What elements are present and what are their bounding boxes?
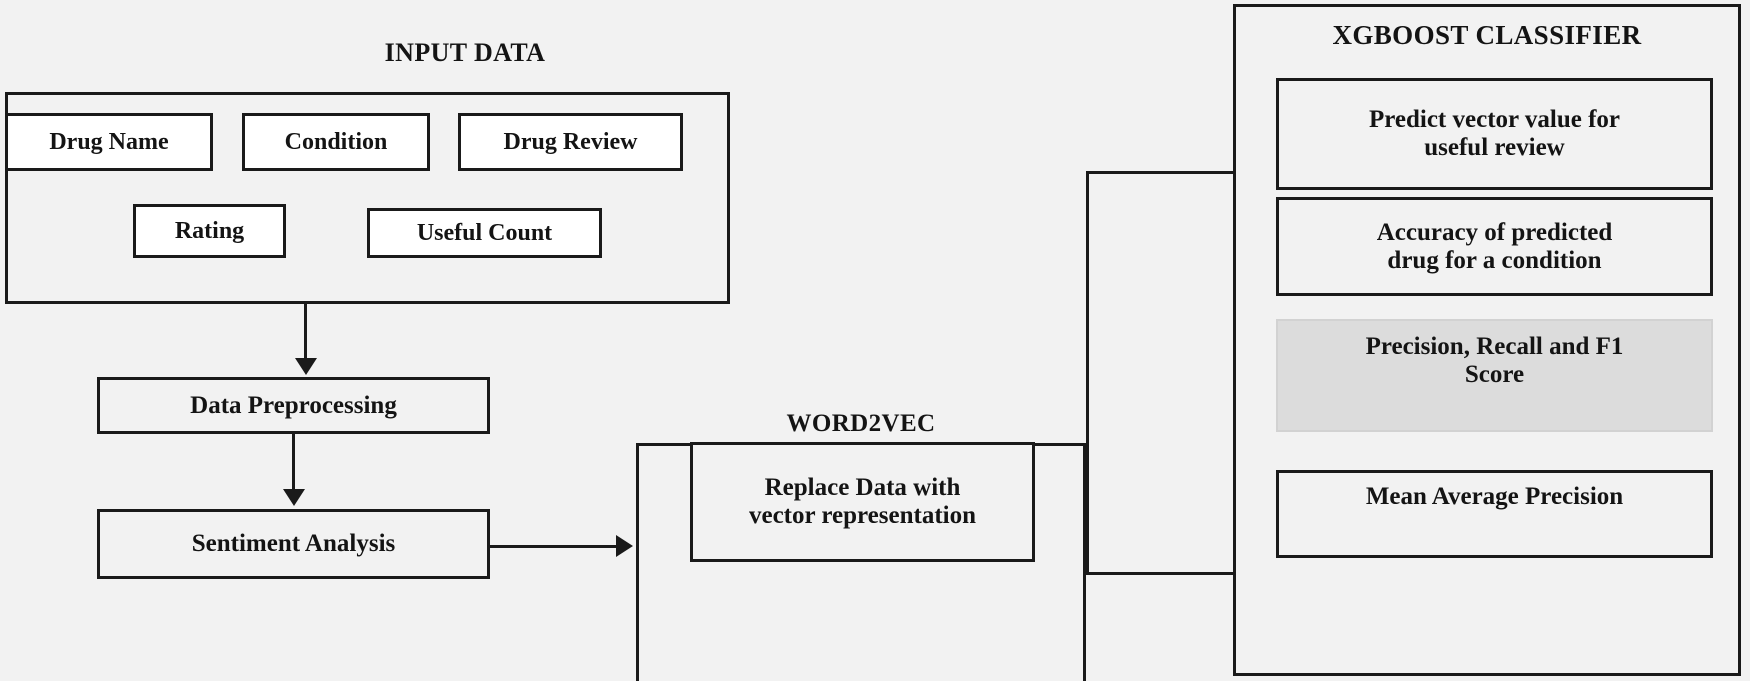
word2vec-box-line2: vector representation: [748, 502, 977, 529]
input-field-rating[interactable]: Rating: [133, 204, 286, 258]
xgboost-output-0-line1: Predict vector value for: [1368, 106, 1621, 133]
xgboost-output-2-line1: Precision, Recall and F1: [1365, 333, 1624, 360]
word2vec-replace-data-box[interactable]: Replace Data with vector representation: [690, 442, 1035, 562]
xgboost-output-1-line1: Accuracy of predicted: [1376, 218, 1613, 246]
connector-sentiment-to-word2vec-line: [490, 545, 618, 548]
connector-input-to-preprocessing-arrow: [295, 358, 317, 375]
input-field-useful-count[interactable]: Useful Count: [367, 208, 602, 258]
xgboost-output-3-line1: Mean Average Precision: [1365, 483, 1624, 510]
input-data-title: INPUT DATA: [384, 38, 546, 67]
connector-preprocessing-to-sentiment-arrow: [283, 489, 305, 506]
step-data-preprocessing[interactable]: Data Preprocessing: [97, 377, 490, 434]
connector-sentiment-to-word2vec-arrow: [616, 535, 633, 557]
input-field-drug-name[interactable]: Drug Name: [5, 113, 213, 171]
input-field-drug-review[interactable]: Drug Review: [458, 113, 683, 171]
word2vec-box-line1: Replace Data with: [764, 474, 961, 501]
step-sentiment-analysis[interactable]: Sentiment Analysis: [97, 509, 490, 579]
connector-preprocessing-to-sentiment-line: [292, 434, 295, 491]
xgboost-output-accuracy-of-predicted-drug[interactable]: Accuracy of predicted drug for a conditi…: [1276, 197, 1713, 296]
xgboost-output-mean-average-precision[interactable]: Mean Average Precision: [1276, 470, 1713, 558]
xgboost-output-2-line2: Score: [1464, 361, 1525, 388]
connector-input-to-preprocessing-line: [304, 304, 307, 360]
xgboost-title: XGBOOST CLASSIFIER: [1332, 20, 1642, 50]
xgboost-output-1-line2: drug for a condition: [1387, 246, 1602, 274]
connector-word2vec-to-xgboost: [1086, 171, 1239, 575]
xgboost-output-predict-vector-value[interactable]: Predict vector value for useful review: [1276, 78, 1713, 190]
input-field-condition[interactable]: Condition: [242, 113, 430, 171]
word2vec-title: WORD2VEC: [786, 410, 936, 437]
xgboost-output-0-line2: useful review: [1424, 134, 1565, 161]
xgboost-output-precision-recall-f1[interactable]: Precision, Recall and F1 Score: [1276, 319, 1713, 432]
